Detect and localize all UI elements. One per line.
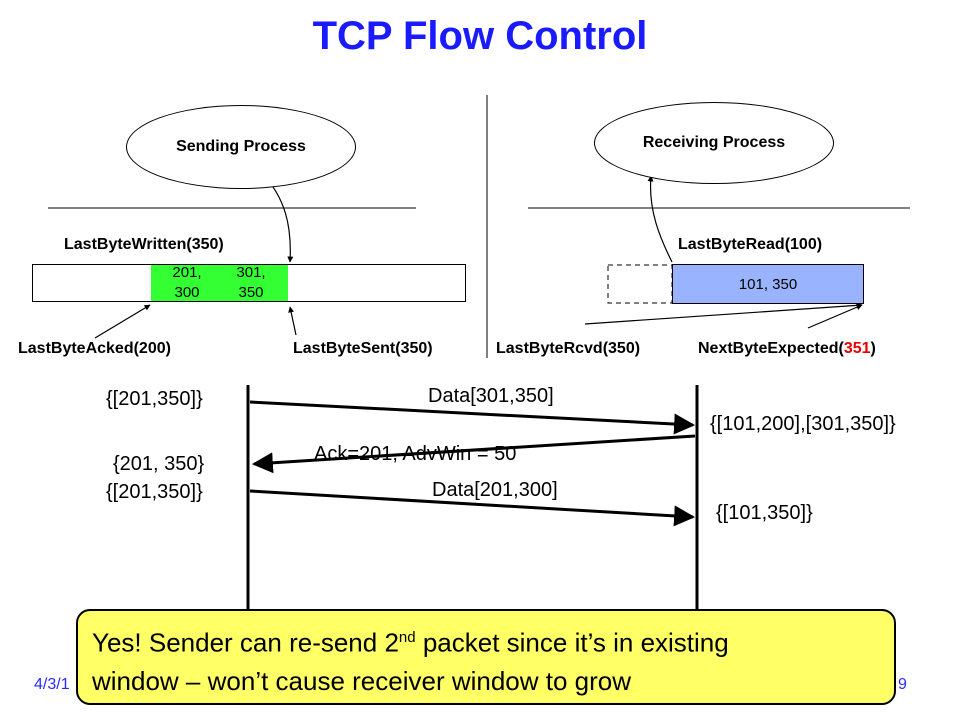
sending-process-ellipse: Sending Process: [126, 105, 356, 189]
last-byte-sent-label: LastByteSent(350): [293, 340, 433, 357]
callout-line-1-after: packet since it’s in existing: [415, 627, 729, 658]
next-byte-expected-suffix: ): [870, 340, 876, 357]
footer-page-number: 9: [898, 676, 907, 693]
last-byte-read-label: LastByteRead(100): [678, 236, 823, 253]
receiver-buffer: 101, 350: [672, 264, 864, 304]
last-byte-written-label: LastByteWritten(350): [64, 236, 224, 253]
sending-process-label: Sending Process: [176, 138, 306, 155]
sender-state-1: {[201,350]}: [106, 388, 203, 410]
sender-state-2: {201, 350}: [113, 453, 205, 475]
next-byte-expected-label: NextByteExpected(351): [698, 340, 876, 358]
sender-window-segment: [151, 265, 288, 301]
last-byte-rcvd-label: LastByteRcvd(350): [496, 340, 641, 357]
next-byte-expected-arrow: [807, 304, 863, 329]
segment-301-350-end: 350: [238, 284, 264, 301]
sender-state-3: {[201,350]}: [106, 481, 203, 503]
footer-date: 4/3/1: [34, 676, 70, 693]
receiving-process-label: Receiving Process: [642, 134, 786, 151]
segment-201-300-end: 300: [174, 284, 200, 301]
callout-line-1-sup: nd: [398, 629, 416, 646]
last-byte-rcvd-arrow: [584, 302, 863, 325]
receiver-buffer-range: 101, 350: [738, 275, 798, 293]
page-title: TCP Flow Control: [312, 14, 648, 58]
receiver-read-dashed-box: [607, 264, 673, 304]
receiver-state-1: {[101,200],[301,350]}: [710, 413, 896, 435]
last-byte-sent-arrow: [288, 306, 297, 336]
data-301-350-label: Data[301,350]: [428, 385, 554, 407]
segment-201-300: 201, 300: [160, 263, 214, 303]
last-byte-acked-label: LastByteAcked(200): [18, 340, 171, 357]
receiver-curve-arrow: [647, 175, 673, 263]
segment-301-350-start: 301,: [236, 264, 266, 281]
ack-arrow: [251, 434, 696, 474]
next-byte-expected-value: 351: [843, 340, 871, 357]
callout-line-1-before: Yes! Sender can re-send 2: [92, 627, 399, 658]
segment-201-300-start: 201,: [172, 264, 202, 281]
receiver-state-2: {[101,350]}: [716, 502, 813, 524]
data-301-350-arrow: [249, 400, 696, 435]
next-byte-expected-prefix: NextByteExpected(: [698, 340, 844, 357]
data-201-300-arrow: [249, 489, 696, 527]
segment-301-350: 301, 350: [224, 263, 278, 303]
ack-label: Ack=201, AdvWin = 50: [314, 443, 517, 465]
receiving-process-ellipse: Receiving Process: [594, 102, 834, 184]
callout-line-1: Yes! Sender can re-send 2nd packet since…: [92, 619, 880, 662]
callout-line-2: window – won’t cause receiver window to …: [92, 665, 632, 696]
last-byte-acked-arrow: [94, 304, 151, 339]
answer-callout: Yes! Sender can re-send 2nd packet since…: [76, 609, 896, 705]
data-201-300-label: Data[201,300]: [432, 479, 558, 501]
